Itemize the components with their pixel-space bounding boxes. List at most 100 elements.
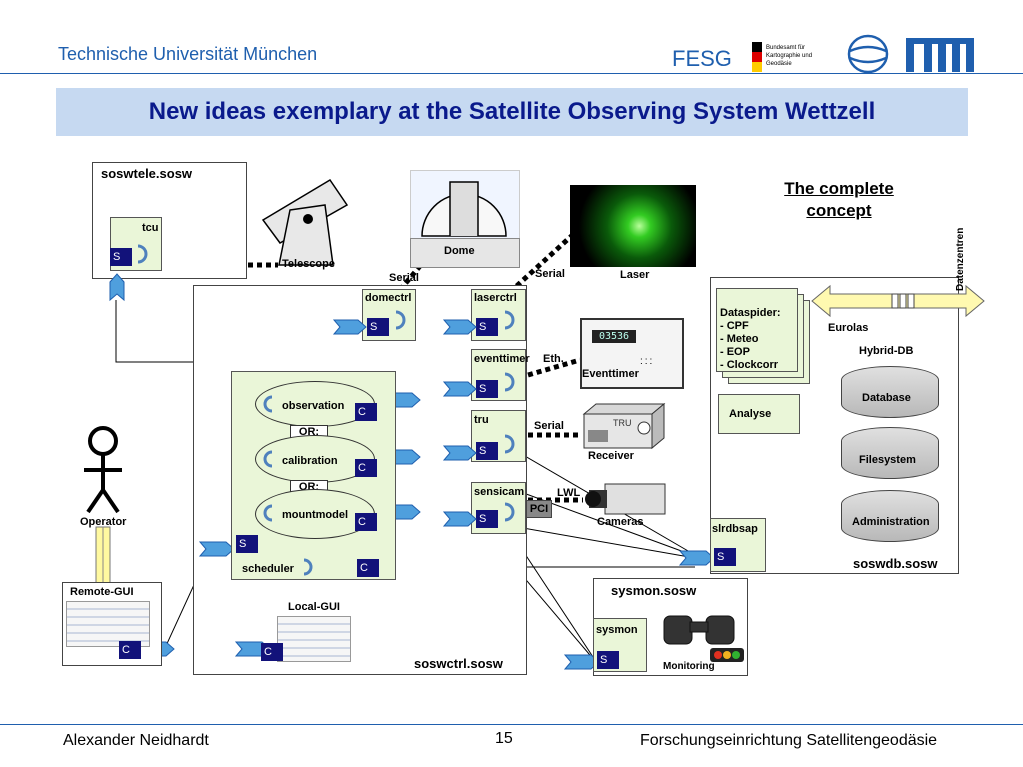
remote-gui-client-port[interactable]: C [119, 641, 141, 659]
fesg-logo: FESG [672, 46, 732, 71]
globe-logo [847, 34, 889, 74]
cameras-label: Cameras [597, 516, 644, 528]
scheduler-client-port[interactable]: C [357, 559, 379, 577]
sysmon-server-port[interactable]: S [597, 651, 619, 669]
calibration-label: calibration [282, 455, 338, 467]
serial-label-dome: Serial [389, 272, 419, 284]
eth-label: Eth. [543, 353, 564, 365]
eventtimer-server-port[interactable]: S [476, 380, 498, 398]
eventtimer-label: eventtimer [474, 353, 530, 365]
dataspider-module[interactable] [716, 288, 798, 372]
scheduler-label: scheduler [242, 563, 294, 575]
tru-label: tru [474, 414, 489, 426]
sensicam-label: sensicam [474, 486, 525, 498]
slrdbsap-server-port[interactable]: S [714, 548, 736, 566]
slrdbsap-label: slrdbsap [712, 523, 758, 535]
bkg-logo: Bundesamt für Kartographie und Geodäsie [752, 40, 834, 76]
laserctrl-server-port[interactable]: S [476, 318, 498, 336]
receiver-icon [582, 402, 666, 450]
footer-author: Alexander Neidhardt [63, 732, 209, 749]
calibration-client-port[interactable]: C [355, 459, 377, 477]
eurolas-arrow [811, 284, 985, 318]
dataspider-meteo: - Meteo [720, 333, 759, 345]
monitoring-label: Monitoring [663, 661, 715, 672]
mountmodel-label: mountmodel [282, 509, 348, 521]
laser-image [570, 185, 696, 267]
eventtimer-dots: ::: [640, 356, 655, 367]
sensicam-server-port[interactable]: S [476, 510, 498, 528]
analyse-label: Analyse [729, 408, 772, 420]
sysmon-module-label: sysmon [596, 624, 638, 636]
concept-line-2: concept [806, 201, 872, 220]
scheduler-server-port[interactable]: S [236, 535, 258, 553]
tcu-server-port[interactable]: S [110, 248, 132, 266]
laserctrl-label: laserctrl [474, 292, 517, 304]
dome-base [410, 238, 520, 268]
laser-label: Laser [620, 269, 650, 281]
soswdb-label: soswdb.sosw [853, 556, 938, 571]
soswctrl-label: soswctrl.sosw [414, 656, 503, 671]
dataspider-list: Dataspider: - CPF - Meteo - EOP - Clockc… [720, 307, 781, 372]
telescope-label: Telescope [282, 258, 335, 270]
dome-label: Dome [444, 245, 475, 257]
operator-label: Operator [80, 516, 127, 528]
local-gui-label: Local-GUI [288, 601, 340, 613]
eurolas-label: Eurolas [828, 322, 869, 334]
footer-organization: Forschungseinrichtung Satellitengeodäsie [640, 732, 938, 749]
tru-server-port[interactable]: S [476, 442, 498, 460]
header-rule [0, 73, 1023, 74]
observation-label: observation [282, 400, 345, 412]
dataspider-eop: - EOP [720, 346, 750, 358]
slide-title: New ideas exemplary at the Satellite Obs… [148, 98, 876, 125]
bkg-line-2: Kartographie und Geodäsie [766, 53, 813, 67]
eventtimer-display: 03536 [592, 330, 636, 343]
eventtimer-device-label: Eventtimer [582, 368, 639, 380]
domectrl-label: domectrl [365, 292, 412, 304]
tcu-link-arrow [109, 273, 125, 302]
filesystem-label: Filesystem [859, 454, 916, 466]
analyse-module[interactable] [718, 394, 800, 434]
lwl-label: LWL [557, 487, 581, 499]
footer-page-number: 15 [495, 730, 513, 747]
database-cylinder[interactable] [841, 366, 939, 418]
administration-label: Administration [852, 516, 930, 528]
telescope-icon [261, 178, 349, 266]
observation-client-port[interactable]: C [355, 403, 377, 421]
administration-cylinder[interactable] [841, 490, 939, 542]
traffic-light-icon [710, 648, 744, 662]
serial-label-laser: Serial [535, 268, 565, 280]
remote-gui-screenshot [66, 601, 150, 647]
university-name: Technische Universität München [58, 44, 318, 64]
eventtimer-device [580, 318, 684, 389]
receiver-tru-label: TRU [613, 418, 632, 428]
dataspider-clockcorr: - Clockcorr [720, 359, 779, 371]
dataspider-cpf: - CPF [720, 320, 749, 332]
remote-gui-label: Remote-GUI [70, 586, 134, 598]
concept-line-1: The complete [784, 179, 894, 198]
tcu-loop-icon [137, 244, 148, 264]
local-gui-screenshot [277, 616, 351, 662]
domectrl-server-port[interactable]: S [367, 318, 389, 336]
receiver-label: Receiver [588, 450, 634, 462]
soswtele-label: soswtele.sosw [101, 166, 193, 181]
concept-heading: The complete concept [760, 178, 918, 222]
tcu-label: tcu [142, 222, 159, 234]
mountmodel-client-port[interactable]: C [355, 513, 377, 531]
title-bar: New ideas exemplary at the Satellite Obs… [56, 88, 968, 136]
footer-rule [0, 724, 1023, 725]
tum-logo [906, 38, 974, 72]
sysmon-label: sysmon.sosw [611, 583, 697, 598]
binoculars-icon [663, 615, 735, 645]
local-gui-client-port[interactable]: C [261, 643, 283, 661]
pci-label: PCI [526, 500, 552, 518]
hybrid-db-label: Hybrid-DB [859, 345, 914, 357]
datazentren-label: Datenzentren [955, 227, 966, 291]
database-label: Database [862, 392, 911, 404]
filesystem-cylinder[interactable] [841, 427, 939, 479]
serial-label-receiver: Serial [534, 420, 564, 432]
camera-icon [585, 483, 666, 515]
dome-icon [421, 181, 507, 237]
bkg-line-1: Bundesamt für [766, 45, 806, 51]
